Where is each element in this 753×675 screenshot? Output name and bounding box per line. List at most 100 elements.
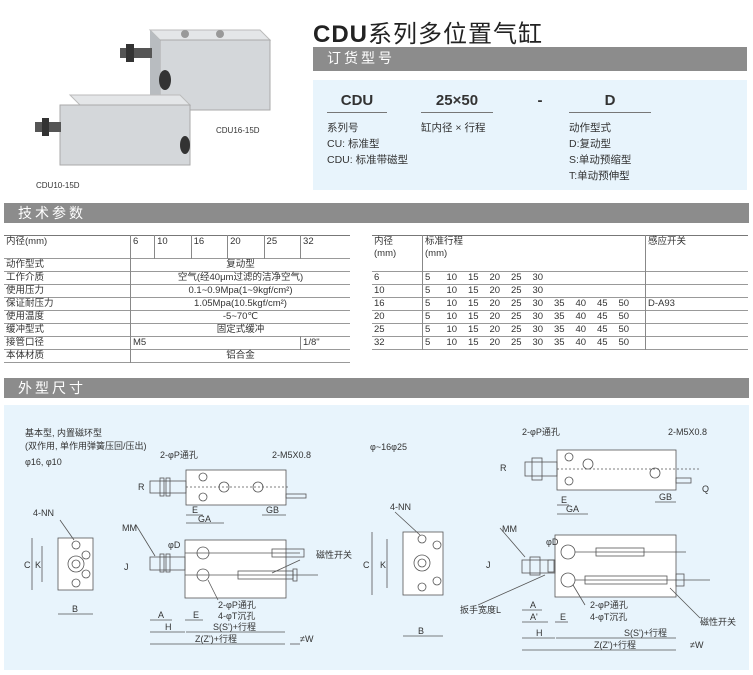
- stroke-value: 40: [575, 311, 587, 322]
- stroke-value: 30: [532, 272, 544, 283]
- stroke-value: 40: [575, 337, 587, 348]
- code-dash: -: [537, 92, 543, 109]
- stroke-value: 5: [425, 298, 431, 309]
- dim-label: 扳手宽度L: [460, 604, 501, 615]
- stroke-value: 20: [489, 272, 501, 283]
- dim-label: MM: [502, 524, 517, 534]
- dim-label: 4-NN: [390, 502, 411, 512]
- stroke-value: 30: [532, 311, 544, 322]
- dim-label: 2-φP通孔: [160, 450, 198, 460]
- series-label: 系列号: [327, 122, 359, 134]
- header-cell: 25: [263, 235, 301, 259]
- dim-label: A: [158, 610, 164, 620]
- stroke-value: 25: [511, 298, 522, 309]
- row-value: 1/8": [300, 336, 350, 350]
- dim-label: K: [35, 560, 41, 570]
- dim-label: 4-φT沉孔: [590, 612, 627, 622]
- bore-cell: 32: [374, 337, 385, 348]
- stroke-value: 10: [446, 311, 458, 322]
- drawing-note: 基本型, 内置磁环型: [25, 427, 102, 438]
- stroke-value: 10: [446, 298, 458, 309]
- switch-cell: [645, 310, 748, 324]
- dimension-section-heading: 外型尺寸: [4, 378, 749, 398]
- stroke-value: 10: [446, 337, 458, 348]
- drawing-note: (双作用, 单作用弹簧压回/压出): [25, 440, 147, 451]
- row-value: 复动型: [130, 258, 350, 272]
- spec-row: 工作介质 空气(经40μm过滤的洁净空气): [4, 271, 350, 285]
- series-item: CU: 标准型: [327, 138, 380, 150]
- dim-label: K: [380, 560, 386, 570]
- dim-label: φD: [546, 537, 559, 547]
- stroke-value: 10: [446, 272, 458, 283]
- header-cell: 感应开关: [645, 235, 748, 272]
- stroke-value: 20: [489, 298, 501, 309]
- header-cell: 10: [154, 235, 192, 259]
- title-text: 系列多位置气缸: [368, 21, 543, 48]
- switch-cell: [645, 336, 748, 350]
- right-top-view: [524, 449, 700, 515]
- product-photos: CDU16-15D CDU10-15D: [35, 29, 272, 190]
- dim-label: GA: [566, 504, 579, 514]
- switch-cell: [645, 284, 748, 298]
- dim-label: R: [500, 463, 507, 473]
- stroke-value: 45: [597, 337, 608, 348]
- code-series: CDU: [327, 92, 387, 113]
- stroke-value: 35: [554, 298, 565, 309]
- stroke-value: 45: [597, 311, 608, 322]
- bore-cell: 6: [374, 272, 380, 283]
- left-labels: 基本型, 内置磁环型 (双作用, 单作用弹簧压回/压出) φ16, φ10 2-…: [24, 427, 352, 644]
- stroke-value: 50: [618, 337, 630, 348]
- stroke-value: 25: [511, 337, 522, 348]
- row-value: -5~70℃: [130, 310, 350, 324]
- size-legend: 缸内径 × 行程: [421, 122, 486, 134]
- spec-row: 本体材质铝合金: [4, 349, 350, 363]
- spec-table: 内径(mm) 6 10 16 20 25 32 动作型式复动型工作介质空气(经4…: [4, 235, 350, 363]
- switch-cell: [645, 323, 748, 337]
- row-label: 工作介质: [6, 272, 45, 283]
- dim-label: GB: [659, 492, 672, 502]
- dim-label: R: [138, 482, 145, 492]
- series-legend: 系列号 CU: 标准型 CDU: 标准带磁型: [327, 120, 408, 168]
- header-cell: 6: [129, 235, 155, 259]
- header-cell: 32: [300, 235, 350, 259]
- action-item: S:单动预缩型: [569, 154, 632, 166]
- dim-label: φD: [168, 540, 181, 550]
- stroke-header-row: 内径(mm) 标准行程(mm) 感应开关: [372, 235, 748, 272]
- cylinder-cdu10-photo: [35, 94, 192, 166]
- action-label: 动作型式: [569, 122, 611, 134]
- stroke-value: 30: [532, 285, 544, 296]
- dim-label: 2-M5X0.8: [668, 427, 707, 437]
- stroke-value: 5: [425, 272, 431, 283]
- stroke-value: 5: [425, 337, 431, 348]
- row-value: 空气(经40μm过滤的洁净空气): [130, 271, 350, 285]
- bore-cell: 16: [374, 298, 385, 309]
- dim-label: ≠W: [300, 634, 314, 644]
- dim-label: Q: [702, 484, 709, 494]
- dim-label: H: [536, 628, 543, 638]
- stroke-value: 25: [511, 272, 522, 283]
- action-item: T:单动预伸型: [569, 170, 630, 182]
- bore-cell: 20: [374, 311, 385, 322]
- dim-label: 2-φP通孔: [522, 427, 560, 437]
- stroke-value: 20: [489, 285, 501, 296]
- stroke-value: 30: [532, 298, 544, 309]
- stroke-value: 15: [468, 298, 479, 309]
- stroke-value: 50: [618, 298, 630, 309]
- right-labels: φ~16φ25 2-φP通孔 2-M5X0.8 R Q E GA GB 4-NN…: [363, 427, 736, 650]
- dim-label: J: [124, 562, 129, 572]
- dim-label: 2-φP通孔: [590, 600, 628, 610]
- dim-label: ≠W: [690, 640, 704, 650]
- drawing-note: φ~16φ25: [370, 442, 407, 452]
- spec-row: 使用温度-5~70℃: [4, 310, 350, 324]
- stroke-value: 40: [575, 298, 587, 309]
- spec-header-row: 内径(mm) 6 10 16 20 25 32: [4, 235, 350, 259]
- stroke-value: 20: [489, 337, 501, 348]
- stroke-value: 30: [532, 324, 544, 335]
- dim-label: H: [165, 622, 172, 632]
- code-size: 25×50: [421, 92, 493, 113]
- header-cell: (mm): [425, 248, 448, 259]
